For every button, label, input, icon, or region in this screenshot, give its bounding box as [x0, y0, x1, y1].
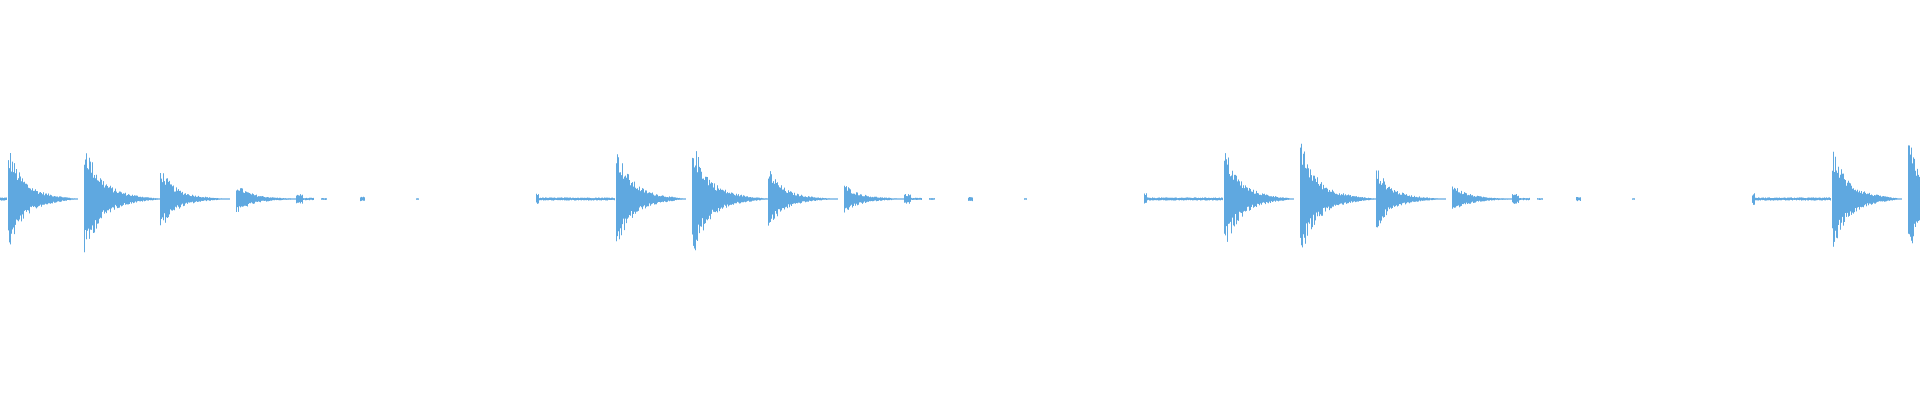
waveform-samples: [0, 143, 1920, 253]
waveform-trace: [0, 143, 1920, 253]
